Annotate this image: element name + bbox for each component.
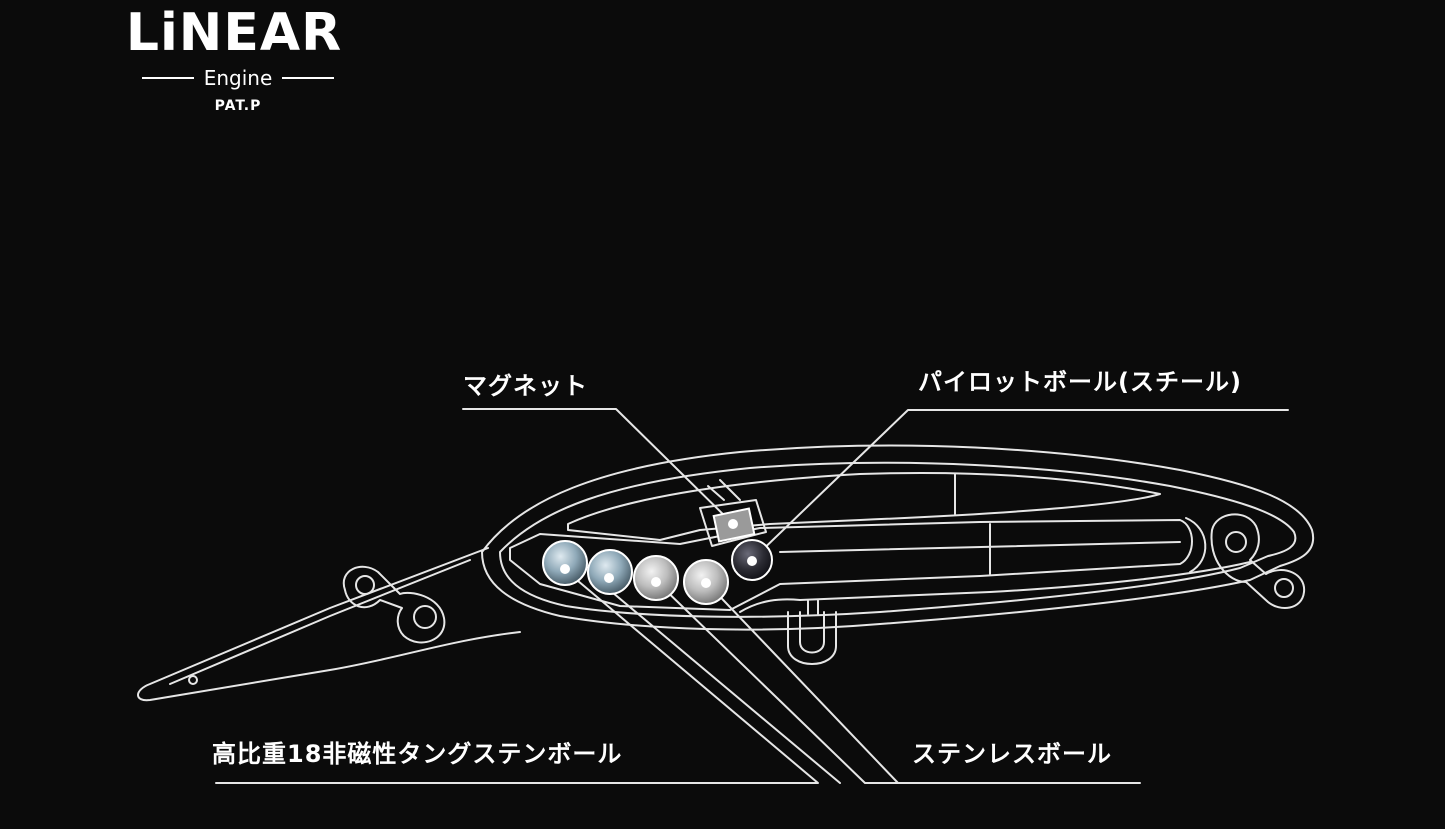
tungsten-balls-leader-line-1 <box>215 569 819 784</box>
pilot-ball-dot <box>747 556 757 566</box>
tail-hook-hanger <box>1210 513 1306 609</box>
lure-lip <box>137 547 521 702</box>
logo-right-rule <box>282 77 335 79</box>
ball-channel <box>509 519 1193 611</box>
tungsten-balls-label: 高比重18非磁性タングステンボール <box>212 740 623 768</box>
line-tie-hole-1 <box>355 575 375 595</box>
pilot-ball-label: パイロットボール(スチール) <box>918 368 1242 396</box>
lure-body-outer <box>481 444 1315 631</box>
lip-hole <box>188 675 198 685</box>
linear-engine-logo: LiNEAR Engine PAT.P <box>126 4 348 114</box>
pilot-ball-leader-line <box>751 409 1289 561</box>
line-tie-hole-2 <box>413 605 437 629</box>
stainless-ball-1-dot <box>651 577 661 587</box>
tungsten-ball-1-dot <box>560 564 570 574</box>
magnet-leader-line <box>462 408 736 527</box>
magnet-label: マグネット <box>463 372 588 400</box>
tungsten-ball-2 <box>587 549 633 595</box>
patent-mark: PAT.P <box>214 98 262 114</box>
upper-chamber <box>567 471 1161 541</box>
logo-left-rule <box>141 77 194 79</box>
stainless-ball-leader-line-2 <box>705 581 899 784</box>
logo-title: LiNEAR <box>125 3 343 63</box>
stainless-ball-2-dot <box>701 578 711 588</box>
belly-hook-hanger <box>787 611 837 665</box>
magnet-dot <box>728 519 738 529</box>
stainless-ball-label: ステンレスボール <box>912 740 1112 768</box>
lure-body-inner <box>499 461 1297 618</box>
stainless-ball-leader-line-1 <box>654 579 1141 784</box>
logo-subtitle-row: Engine <box>128 66 348 90</box>
tail-hook-hole <box>1225 531 1247 553</box>
tungsten-ball-1 <box>542 540 588 586</box>
tungsten-ball-2-dot <box>604 573 614 583</box>
tungsten-balls-leader-line-2 <box>599 581 841 784</box>
lure-lip-inner <box>169 559 471 685</box>
line-tie <box>342 565 446 644</box>
logo-subtitle: Engine <box>203 66 273 90</box>
tail-eye-hole <box>1274 578 1294 598</box>
magnet-housing <box>699 479 767 547</box>
